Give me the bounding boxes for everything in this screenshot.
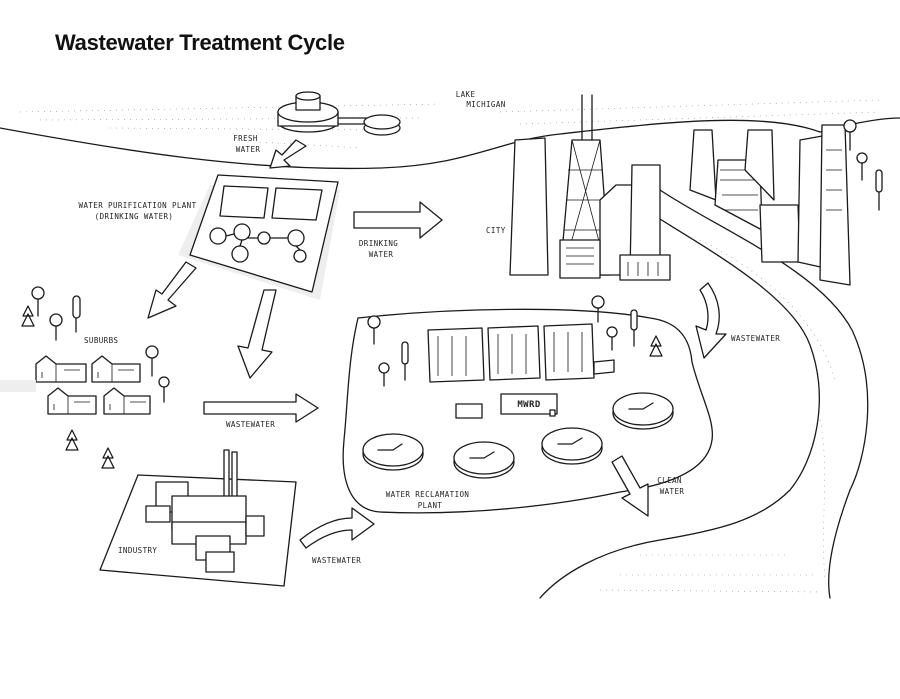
clean-water-label: CLEAN WATER bbox=[657, 476, 687, 496]
water-purification-plant bbox=[178, 174, 340, 300]
drinking-water-label: DRINKING WATER bbox=[359, 239, 403, 259]
purification-to-suburbs-arrows bbox=[147, 261, 277, 379]
industry-wastewater-label: WASTEWATER bbox=[312, 556, 361, 565]
suburbs-wastewater-arrow bbox=[203, 393, 319, 423]
drinking-water-arrow bbox=[353, 201, 443, 239]
lake-michigan-label: LAKE MICHIGAN bbox=[456, 90, 506, 109]
mwrd-sign: MWRD bbox=[517, 400, 540, 410]
city-label: CITY bbox=[486, 226, 506, 235]
city-trees bbox=[843, 119, 883, 211]
suburbs-wastewater-label: WASTEWATER bbox=[226, 420, 275, 429]
fresh-water-arrow bbox=[269, 139, 307, 169]
water-reclamation-plant bbox=[342, 295, 714, 514]
clean-water-arrow bbox=[611, 455, 649, 517]
reclamation-plant-label: WATER RECLAMATION PLANT bbox=[386, 490, 474, 510]
city-wastewater-arrow bbox=[695, 282, 727, 359]
diagram-title: Wastewater Treatment Cycle bbox=[55, 30, 345, 55]
suburbs bbox=[0, 286, 170, 469]
industry-label: INDUSTRY bbox=[118, 546, 157, 555]
suburbs-label: SUBURBS bbox=[84, 336, 118, 345]
city-wastewater-label: WASTEWATER bbox=[731, 334, 780, 343]
industry bbox=[99, 449, 297, 587]
city-skyline bbox=[509, 94, 851, 286]
chicago-river bbox=[539, 189, 869, 599]
fresh-water-label: FRESH WATER bbox=[233, 134, 263, 154]
purification-plant-label: WATER PURIFICATION PLANT (DRINKING WATER… bbox=[79, 201, 202, 221]
water-intake-station bbox=[277, 91, 401, 136]
industry-wastewater-arrow bbox=[299, 507, 375, 549]
